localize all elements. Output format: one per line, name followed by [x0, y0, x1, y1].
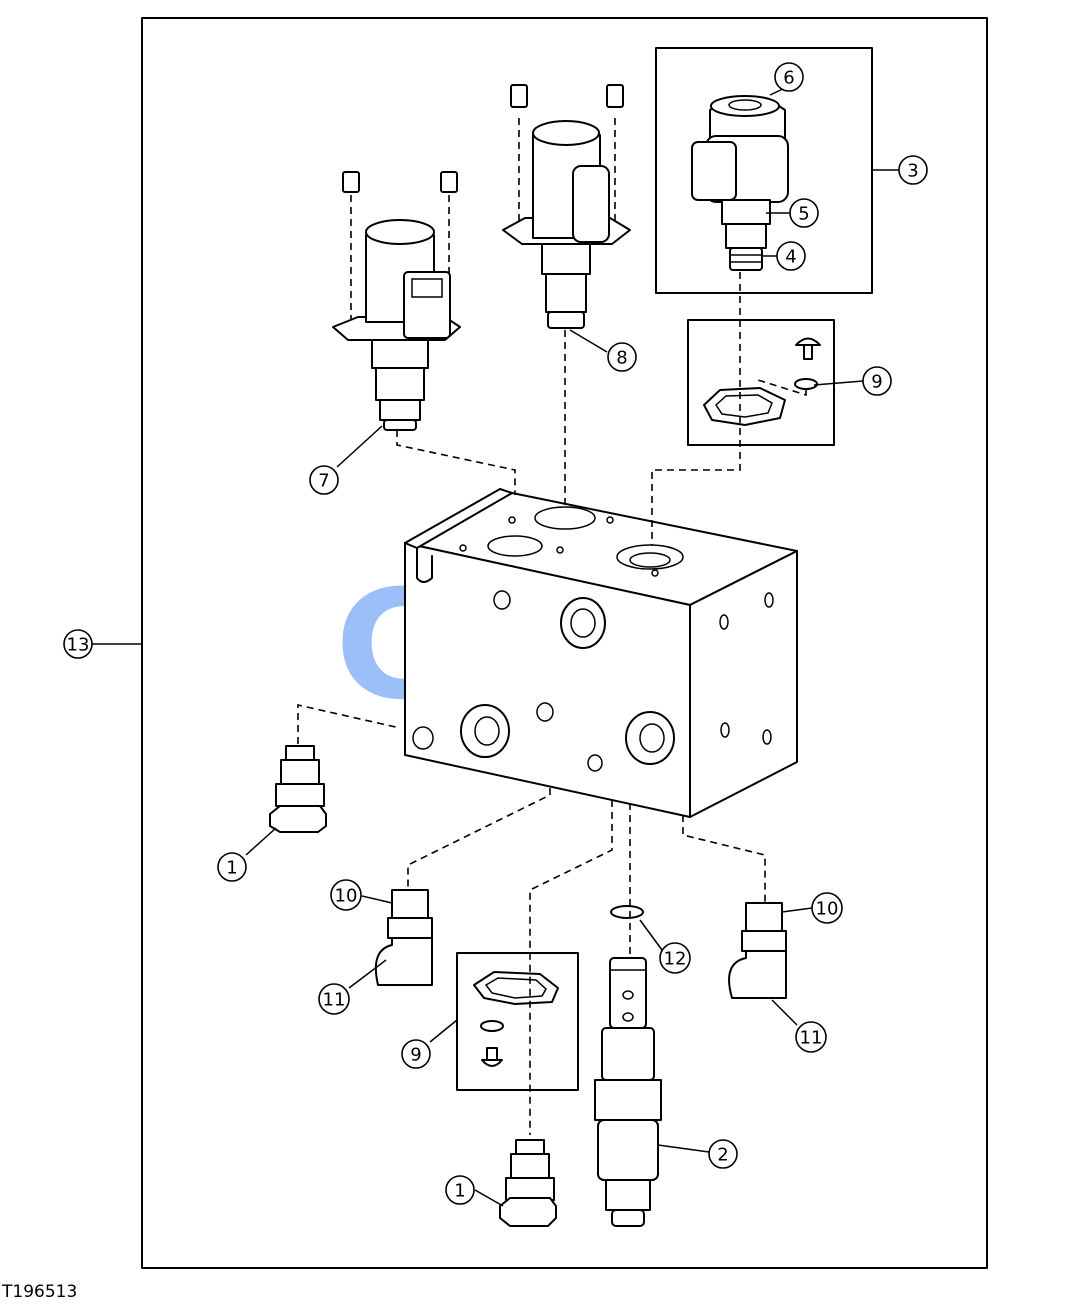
callout-8: 8	[607, 342, 637, 372]
assembly-lines	[297, 272, 766, 1135]
gasket-kit-9-top	[703, 337, 821, 426]
callout-2: 2	[708, 1139, 738, 1169]
callout-9-bottom: 9	[401, 1039, 431, 1069]
svg-text:3: 3	[907, 161, 918, 182]
solenoid-valve-8	[502, 84, 631, 329]
subassembly-9-top-box	[687, 319, 835, 446]
callout-5: 5	[789, 198, 819, 228]
svg-text:13: 13	[67, 635, 90, 656]
svg-text:10: 10	[816, 899, 839, 920]
cartridge-valve-3	[691, 95, 789, 271]
callout-4: 4	[776, 241, 806, 271]
svg-text:7: 7	[318, 471, 329, 492]
callout-12: 12	[659, 942, 691, 974]
check-valve-1-bottom	[499, 1139, 557, 1227]
svg-text:1: 1	[226, 858, 237, 879]
svg-text:4: 4	[785, 247, 796, 268]
gasket-kit-9-bottom	[473, 971, 559, 1067]
svg-text:1: 1	[454, 1181, 465, 1202]
svg-text:8: 8	[616, 348, 627, 369]
assembly-frame	[141, 17, 988, 1269]
callout-7: 7	[309, 465, 339, 495]
figure-id: T196513	[2, 1282, 78, 1302]
svg-text:11: 11	[323, 990, 346, 1011]
callout-13: 13	[63, 629, 93, 659]
elbow-fitting-left	[374, 889, 433, 986]
svg-text:6: 6	[783, 68, 794, 89]
leader-lines	[92, 79, 900, 1207]
check-valve-1-left	[269, 745, 327, 833]
callout-11-left: 11	[318, 983, 350, 1015]
washer-12	[610, 905, 644, 919]
subassembly-9-bottom-box	[456, 952, 579, 1091]
svg-text:11: 11	[800, 1028, 823, 1049]
manifold-block	[404, 488, 798, 818]
callout-10-left: 10	[330, 879, 362, 911]
callout-11-right: 11	[795, 1021, 827, 1053]
svg-text:2: 2	[717, 1145, 728, 1166]
callout-6: 6	[774, 62, 804, 92]
svg-text:5: 5	[798, 204, 809, 225]
callout-9-top: 9	[862, 366, 892, 396]
callout-10-right: 10	[811, 892, 843, 924]
elbow-fitting-right	[728, 902, 787, 999]
solenoid-valve-7	[332, 171, 461, 431]
callout-1-bottom: 1	[445, 1175, 475, 1205]
svg-text:9: 9	[410, 1045, 421, 1066]
svg-text:9: 9	[871, 372, 882, 393]
callout-1-left: 1	[217, 852, 247, 882]
callout-3: 3	[898, 155, 928, 185]
relief-valve-2	[594, 957, 662, 1227]
svg-text:10: 10	[335, 886, 358, 907]
svg-text:12: 12	[664, 949, 687, 970]
